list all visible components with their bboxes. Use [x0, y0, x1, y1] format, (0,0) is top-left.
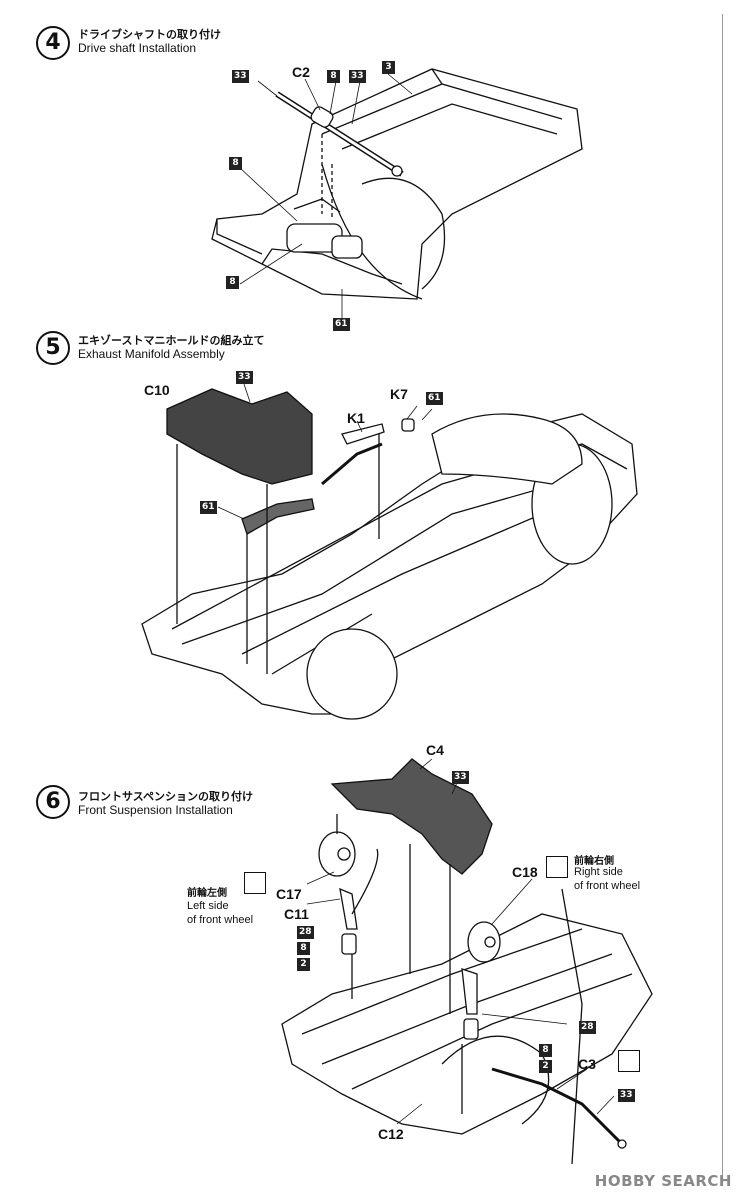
- step-5-title-jp: エキゾーストマニホールドの組み立て: [78, 334, 265, 347]
- part-k1-label: K1: [347, 410, 365, 426]
- part-33-tag: 33: [236, 371, 253, 384]
- step-5-title-en: Exhaust Manifold Assembly: [78, 347, 225, 361]
- part-8-tag: 8: [297, 942, 310, 955]
- part-8-tag: 8: [229, 157, 242, 170]
- part-c12-label: C12: [378, 1126, 404, 1142]
- part-8-tag: 8: [539, 1044, 552, 1057]
- part-33-tag: 33: [452, 771, 469, 784]
- step-6-number: 6: [36, 785, 70, 819]
- left-wheel-note-jp: 前輪左側: [187, 888, 227, 899]
- part-2-tag: 2: [539, 1060, 552, 1073]
- part-c10-label: C10: [144, 382, 170, 398]
- step-4-number: 4: [36, 26, 70, 60]
- part-c18-label: C18: [512, 864, 538, 880]
- warning-icon: [546, 856, 568, 878]
- right-wheel-note-jp: 前輪右側: [574, 856, 614, 867]
- part-61-tag: 61: [200, 501, 217, 514]
- part-33-tag: 33: [232, 70, 249, 83]
- warning-icon: [244, 872, 266, 894]
- step-4-title-en: Drive shaft Installation: [78, 41, 197, 55]
- part-33-tag: 33: [349, 70, 366, 83]
- part-61-tag: 61: [333, 318, 350, 331]
- step-4-title-jp: ドライブシャフトの取り付け: [78, 28, 221, 41]
- part-2-tag: 2: [297, 958, 310, 971]
- step-6-drawing: [281, 758, 653, 1165]
- part-8-tag: 8: [226, 276, 239, 289]
- part-33-tag: 33: [618, 1089, 635, 1102]
- part-8-tag: 8: [327, 70, 340, 83]
- step-6-title-jp: フロントサスペンションの取り付け: [78, 790, 254, 803]
- part-61-tag: 61: [426, 392, 443, 405]
- part-c4-label: C4: [426, 742, 444, 758]
- part-c17-label: C17: [276, 886, 302, 902]
- part-c2-label: C2: [292, 64, 310, 80]
- part-28-tag: 28: [297, 926, 314, 939]
- left-wheel-note-en-2: of front wheel: [187, 914, 254, 926]
- part-k7-label: K7: [390, 386, 408, 402]
- warning-icon: [618, 1050, 640, 1072]
- right-wheel-note-en-2: of front wheel: [574, 880, 641, 892]
- right-wheel-note-en-1: Right side: [574, 866, 623, 878]
- step-5-drawing: [141, 383, 638, 720]
- step-4-drawing: [211, 68, 583, 320]
- part-28-tag: 28: [579, 1021, 596, 1034]
- watermark-logo: HOBBY SEARCH: [594, 1172, 732, 1190]
- part-c11-label: C11: [284, 906, 309, 922]
- instruction-sheet: 4 ドライブシャフトの取り付け Drive shaft Installation: [22, 14, 723, 1184]
- part-3-tag: 3: [382, 61, 395, 74]
- left-wheel-note-en-1: Left side: [187, 900, 229, 912]
- part-c3-label: C3: [578, 1056, 596, 1072]
- step-6-title-en: Front Suspension Installation: [78, 803, 233, 817]
- step-5-number: 5: [36, 331, 70, 365]
